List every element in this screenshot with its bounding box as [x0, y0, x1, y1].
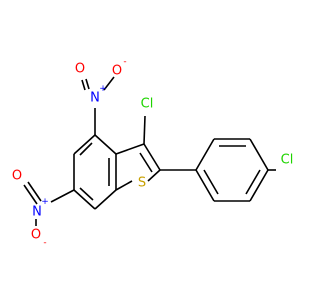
bond-c4-c5-inner	[79, 142, 93, 156]
atom-o4-left: O	[75, 62, 85, 77]
bonds	[50, 108, 276, 210]
atom-n6: N	[32, 205, 42, 220]
atom-n6-charge: +	[41, 197, 49, 207]
atom-o4-top: O	[112, 64, 122, 79]
bond-n4-o-left	[81, 79, 86, 91]
bond-ph6-ph1	[195, 169, 215, 202]
nitro-bonds-colored	[23, 76, 115, 226]
bond-c3a-c3	[115, 143, 145, 155]
bond-c6-n6	[50, 189, 75, 203]
bond-c6-c7	[73, 189, 96, 210]
bond-ph4-ph5	[249, 169, 269, 202]
bond-n4-o-left-2	[85, 78, 90, 90]
atom-o6-bottom: O	[31, 228, 41, 243]
bond-c4-c5	[73, 134, 96, 155]
atom-cl-3: Cl	[141, 97, 154, 112]
bond-ph3-ph4	[249, 138, 269, 171]
atom-s: S	[138, 176, 146, 191]
bond-ph1-ph2	[195, 138, 215, 171]
bond-c6-c7-inner	[79, 187, 94, 201]
bond-c3a-c4	[94, 134, 117, 155]
bond-n4-o-top	[103, 76, 115, 91]
atom-o4-top-charge: -	[123, 57, 126, 67]
atom-o6-top: O	[12, 169, 22, 184]
bond-c3-c2-inner	[139, 152, 153, 173]
bond-c7-c7a	[94, 189, 117, 210]
atom-n4: N	[90, 91, 100, 106]
atom-o6-bottom-charge: -	[43, 238, 46, 248]
bond-c3-c2	[143, 143, 161, 171]
bond-n6-o-top-2	[27, 181, 42, 202]
atom-cl-para: Cl	[281, 153, 294, 168]
bond-c2-s	[147, 169, 161, 182]
structure-diagram: Cl Cl S N + O - O N + O O -	[11, 57, 294, 248]
atom-n4-charge: +	[99, 84, 107, 94]
bond-n6-o-top	[23, 184, 38, 205]
bond-c3-cl	[143, 115, 146, 145]
bond-ph4-ph5-inner	[245, 169, 261, 195]
bond-s-c7a	[115, 180, 133, 191]
atom-labels: Cl Cl S N + O - O N + O O -	[12, 57, 293, 248]
bond-ph6-ph1-inner	[203, 169, 219, 195]
